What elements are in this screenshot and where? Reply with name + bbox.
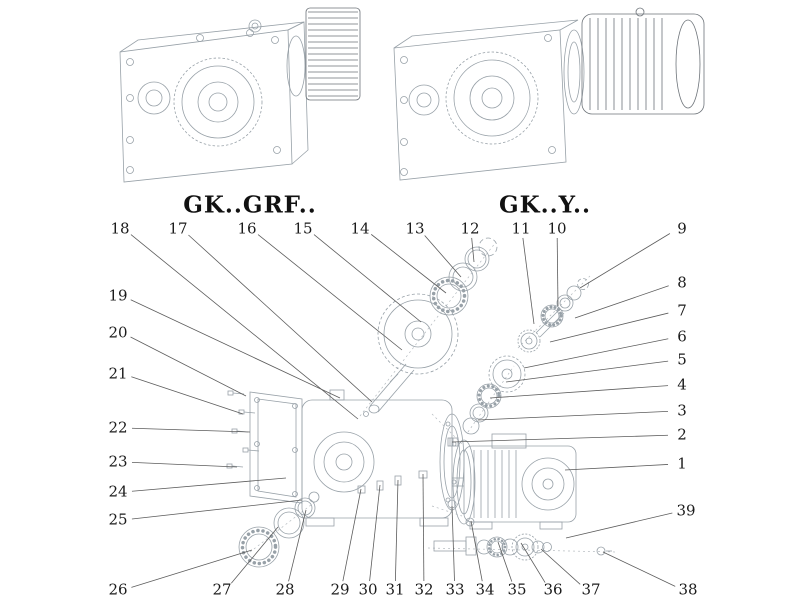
- leader-line-25: [131, 499, 303, 520]
- cover-plate: [249, 391, 303, 504]
- leader-line-37: [540, 548, 581, 585]
- part-number-30: 30: [358, 580, 378, 599]
- grf-cooling-fins: [305, 7, 361, 101]
- leader-line-3: [477, 410, 669, 421]
- part-number-28: 28: [275, 580, 295, 599]
- leader-line-28: [288, 509, 307, 582]
- leader-line-18: [130, 234, 359, 420]
- gearbox-gky-drawing: [393, 7, 705, 181]
- leader-line-38: [602, 551, 676, 587]
- part-number-17: 17: [168, 219, 188, 238]
- axis-lines: [249, 241, 617, 553]
- part-number-23: 23: [108, 452, 128, 471]
- leader-line-1: [564, 464, 669, 471]
- part-number-35: 35: [507, 580, 527, 599]
- part-number-12: 12: [460, 219, 480, 238]
- part-number-24: 24: [108, 482, 128, 501]
- main-gear-and-shaft: [363, 293, 459, 417]
- electric-motor: [447, 433, 577, 530]
- cover-bolts: [226, 390, 260, 469]
- part-number-11: 11: [511, 219, 531, 238]
- leader-line-36: [520, 542, 546, 583]
- leader-line-17: [188, 234, 373, 403]
- leader-lines: [130, 233, 676, 588]
- part-number-37: 37: [581, 580, 601, 599]
- part-number-31: 31: [385, 580, 405, 599]
- part-number-9: 9: [677, 219, 687, 238]
- model-label-gkgrf: GK..GRF..: [183, 191, 317, 219]
- part-number-34: 34: [475, 580, 495, 599]
- part-number-33: 33: [445, 580, 465, 599]
- part-number-7: 7: [677, 301, 687, 320]
- part-number-1: 1: [677, 454, 687, 473]
- part-number-14: 14: [350, 219, 370, 238]
- part-number-36: 36: [543, 580, 563, 599]
- leader-line-7: [549, 312, 669, 343]
- leader-line-27: [230, 526, 279, 584]
- part-number-6: 6: [677, 327, 687, 346]
- leader-line-9: [579, 233, 671, 289]
- part-number-3: 3: [677, 401, 687, 420]
- leader-line-5: [505, 360, 669, 383]
- leader-line-26: [131, 549, 253, 588]
- part-number-8: 8: [677, 273, 687, 292]
- lower-bearing-stack: [238, 491, 320, 568]
- leader-line-2: [451, 434, 669, 443]
- leader-line-24: [131, 477, 287, 492]
- leader-line-31: [394, 479, 399, 582]
- input-pinion-set: [517, 278, 589, 353]
- part-number-20: 20: [108, 323, 128, 342]
- leader-line-13: [424, 235, 462, 278]
- leader-line-39: [565, 512, 673, 539]
- part-number-22: 22: [108, 418, 128, 437]
- leader-line-32: [422, 473, 425, 582]
- exploded-view-drawing: [226, 237, 617, 568]
- leader-line-23: [131, 461, 238, 468]
- part-number-19: 19: [108, 286, 128, 305]
- leader-line-16: [257, 234, 403, 351]
- part-number-26: 26: [108, 580, 128, 599]
- part-number-10: 10: [547, 219, 567, 238]
- leader-line-34: [470, 520, 483, 582]
- part-number-39: 39: [676, 501, 696, 520]
- part-number-21: 21: [108, 364, 128, 383]
- part-number-25: 25: [108, 510, 128, 529]
- leader-line-21: [131, 376, 244, 415]
- intermediate-gear-set: [447, 355, 526, 447]
- part-number-27: 27: [212, 580, 232, 599]
- part-number-32: 32: [414, 580, 434, 599]
- output-shaft-parts: [433, 533, 612, 561]
- gearbox-grf-drawing: [119, 7, 361, 183]
- leader-line-10: [556, 237, 559, 307]
- leader-line-20: [130, 336, 247, 397]
- leader-line-14: [370, 234, 447, 294]
- leader-line-8: [574, 285, 669, 319]
- leader-line-35: [497, 541, 513, 582]
- leader-line-33: [451, 505, 455, 582]
- part-number-38: 38: [678, 580, 698, 599]
- leader-line-4: [489, 385, 669, 399]
- leader-line-29: [342, 488, 362, 582]
- part-number-15: 15: [293, 219, 313, 238]
- leader-line-11: [522, 237, 535, 325]
- part-number-13: 13: [405, 219, 425, 238]
- part-number-2: 2: [677, 425, 687, 444]
- leader-line-12: [471, 237, 475, 263]
- part-number-5: 5: [677, 350, 687, 369]
- model-label-gky: GK..Y..: [498, 191, 592, 219]
- leader-line-30: [369, 484, 381, 582]
- part-number-16: 16: [237, 219, 257, 238]
- part-number-18: 18: [110, 219, 130, 238]
- gear-housing: [301, 389, 465, 527]
- leader-line-6: [523, 338, 669, 369]
- small-plugs: [357, 470, 428, 494]
- upper-bearing-stack: [429, 237, 498, 316]
- leader-line-22: [131, 427, 251, 433]
- leader-line-15: [313, 234, 422, 323]
- gky-motor: [581, 7, 705, 115]
- part-number-4: 4: [677, 375, 687, 394]
- part-number-29: 29: [330, 580, 350, 599]
- leader-line-19: [130, 299, 341, 399]
